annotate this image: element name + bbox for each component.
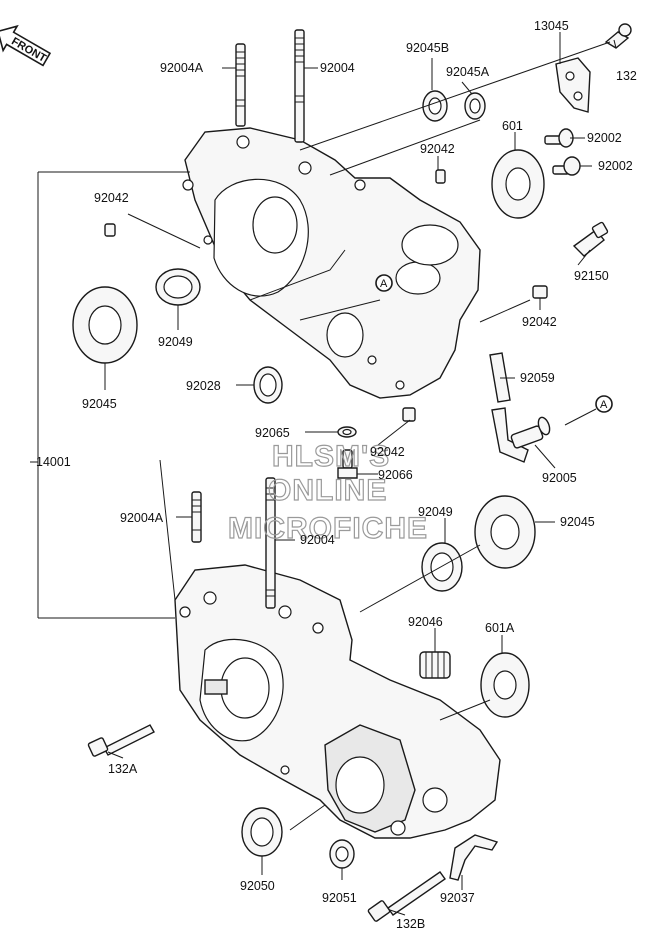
watermark-line-1: HLSM'S xyxy=(272,440,390,473)
label-92051: 92051 xyxy=(322,891,357,905)
dowel-pin-92042-l xyxy=(104,223,116,237)
plug-92150 xyxy=(572,221,609,257)
watermark-line-2: ONLINE xyxy=(268,474,387,507)
ref-marker-a-upper: A xyxy=(375,274,393,292)
stud-92004A-top xyxy=(235,43,246,127)
label-92002-b: 92002 xyxy=(598,159,633,173)
label-92037: 92037 xyxy=(440,891,475,905)
lower-crankcase-half xyxy=(174,564,501,839)
bolt-132B xyxy=(367,871,446,922)
bracket-13045 xyxy=(555,57,591,113)
dowel-pin-92042-tr xyxy=(435,169,446,184)
label-92045B: 92045B xyxy=(406,41,449,55)
label-92045-left: 92045 xyxy=(82,397,117,411)
label-92042-left: 92042 xyxy=(94,191,129,205)
oil-seal-92050 xyxy=(241,807,283,857)
label-92042-mid: 92042 xyxy=(370,445,405,459)
oil-seal-92051 xyxy=(329,839,355,869)
bearing-92045B xyxy=(422,90,448,122)
bearing-601 xyxy=(491,149,545,219)
label-92065: 92065 xyxy=(255,426,290,440)
svg-text:A: A xyxy=(380,278,388,290)
front-label: FRONT xyxy=(9,35,48,64)
stud-92004-bottom xyxy=(265,477,276,609)
label-92004-bottom: 92004 xyxy=(300,533,335,547)
label-92042-right: 92042 xyxy=(522,315,557,329)
dowel-pin-92042-r xyxy=(532,285,548,299)
washer-92065 xyxy=(337,426,357,438)
stud-92004A-bottom xyxy=(191,491,202,543)
label-92005: 92005 xyxy=(542,471,577,485)
label-92002-a: 92002 xyxy=(587,131,622,145)
fitting-92005 xyxy=(510,416,551,449)
label-601A: 601A xyxy=(485,621,515,635)
label-14001: 14001 xyxy=(36,455,71,469)
label-132B: 132B xyxy=(396,917,425,931)
bearing-92045-right xyxy=(474,495,536,569)
label-132: 132 xyxy=(616,69,637,83)
watermark-line-3: MICROFICHE xyxy=(228,512,428,545)
bearing-92045A xyxy=(464,92,486,120)
dowel-pin-92042-mid xyxy=(402,407,416,422)
bolt-92002-a xyxy=(544,128,574,148)
label-92042-top-right: 92042 xyxy=(420,142,455,156)
label-92049-bottom: 92049 xyxy=(418,505,453,519)
watermark: HLSM'S ONLINE MICROFICHE xyxy=(227,439,428,545)
bearing-92045-left xyxy=(72,286,138,364)
label-92004A-bottom: 92004A xyxy=(120,511,164,525)
label-92004-top: 92004 xyxy=(320,61,355,75)
label-92004A-top: 92004A xyxy=(160,61,204,75)
label-132A: 132A xyxy=(108,762,138,776)
bolt-132A xyxy=(87,724,155,757)
front-arrow-icon: FRONT xyxy=(0,24,52,67)
label-92049-top: 92049 xyxy=(158,335,193,349)
label-92050: 92050 xyxy=(240,879,275,893)
label-92028: 92028 xyxy=(186,379,221,393)
label-92045-right: 92045 xyxy=(560,515,595,529)
label-92066: 92066 xyxy=(378,468,413,482)
stud-92004-top xyxy=(294,29,305,143)
label-92150: 92150 xyxy=(574,269,609,283)
bearing-601A xyxy=(480,652,530,718)
bolt-132 xyxy=(604,23,632,49)
part-labels: 13045 132 92004A 92004 92045B 92045A 601… xyxy=(36,19,637,931)
label-13045: 13045 xyxy=(534,19,569,33)
drain-bolt-92066 xyxy=(337,449,358,479)
bolt-92002-b xyxy=(552,156,581,176)
label-92046: 92046 xyxy=(408,615,443,629)
collar-92028 xyxy=(253,366,283,404)
needle-bearing-92046 xyxy=(419,651,451,679)
upper-crankcase-half xyxy=(182,127,481,399)
clamp-92037 xyxy=(449,834,499,881)
oil-seal-92049-bottom xyxy=(421,542,463,592)
leader-lines xyxy=(30,32,617,916)
ref-marker-a-right: A xyxy=(595,395,613,413)
oil-seal-92049-top xyxy=(155,268,201,306)
label-92045A: 92045A xyxy=(446,65,490,79)
svg-text:A: A xyxy=(600,399,608,411)
label-92059: 92059 xyxy=(520,371,555,385)
label-601: 601 xyxy=(502,119,523,133)
